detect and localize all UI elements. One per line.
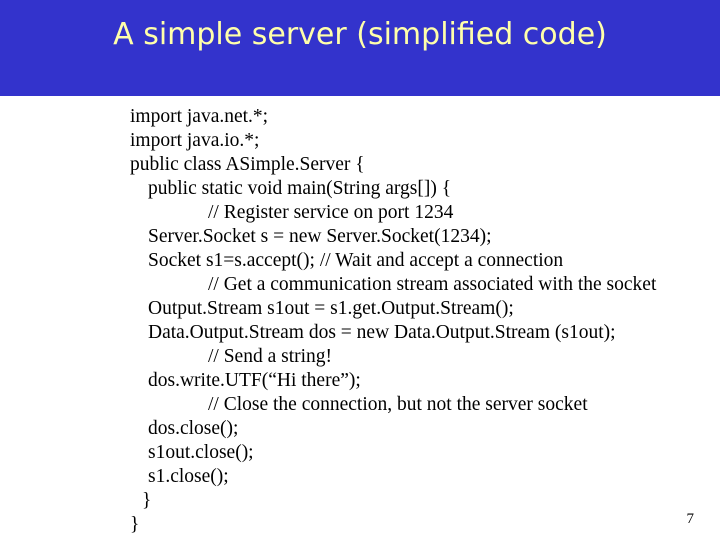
code-line: import java.io.*; [130, 130, 260, 151]
code-block: import java.net.*; import java.io.*; pub… [0, 105, 720, 537]
code-line: // Get a communication stream associated… [208, 274, 657, 295]
code-line: Data.Output.Stream dos = new Data.Output… [148, 322, 616, 343]
page-number: 7 [686, 511, 695, 527]
code-line: // Register service on port 1234 [208, 202, 454, 223]
code-line: // Close the connection, but not the ser… [208, 394, 588, 415]
code-line: public static void main(String args[]) { [148, 178, 452, 199]
code-line: dos.write.UTF(“Hi there”); [148, 370, 361, 391]
code-line: import java.net.*; [130, 106, 269, 127]
code-line: Socket s1=s.accept(); // Wait and accept… [148, 250, 564, 271]
title-banner [0, 0, 720, 96]
code-line: dos.close(); [148, 418, 239, 439]
code-line: s1.close(); [148, 466, 229, 487]
code-line: Server.Socket s = new Server.Socket(1234… [148, 226, 492, 247]
code-line: s1out.close(); [148, 442, 254, 463]
code-line: } [142, 490, 152, 511]
code-line: // Send a string! [208, 346, 333, 367]
code-line: Output.Stream s1out = s1.get.Output.Stre… [148, 298, 514, 319]
code-line: public class ASimple.Server { [130, 154, 365, 175]
page-title: A simple server (simplified code) [113, 17, 607, 52]
code-line: } [130, 514, 140, 535]
